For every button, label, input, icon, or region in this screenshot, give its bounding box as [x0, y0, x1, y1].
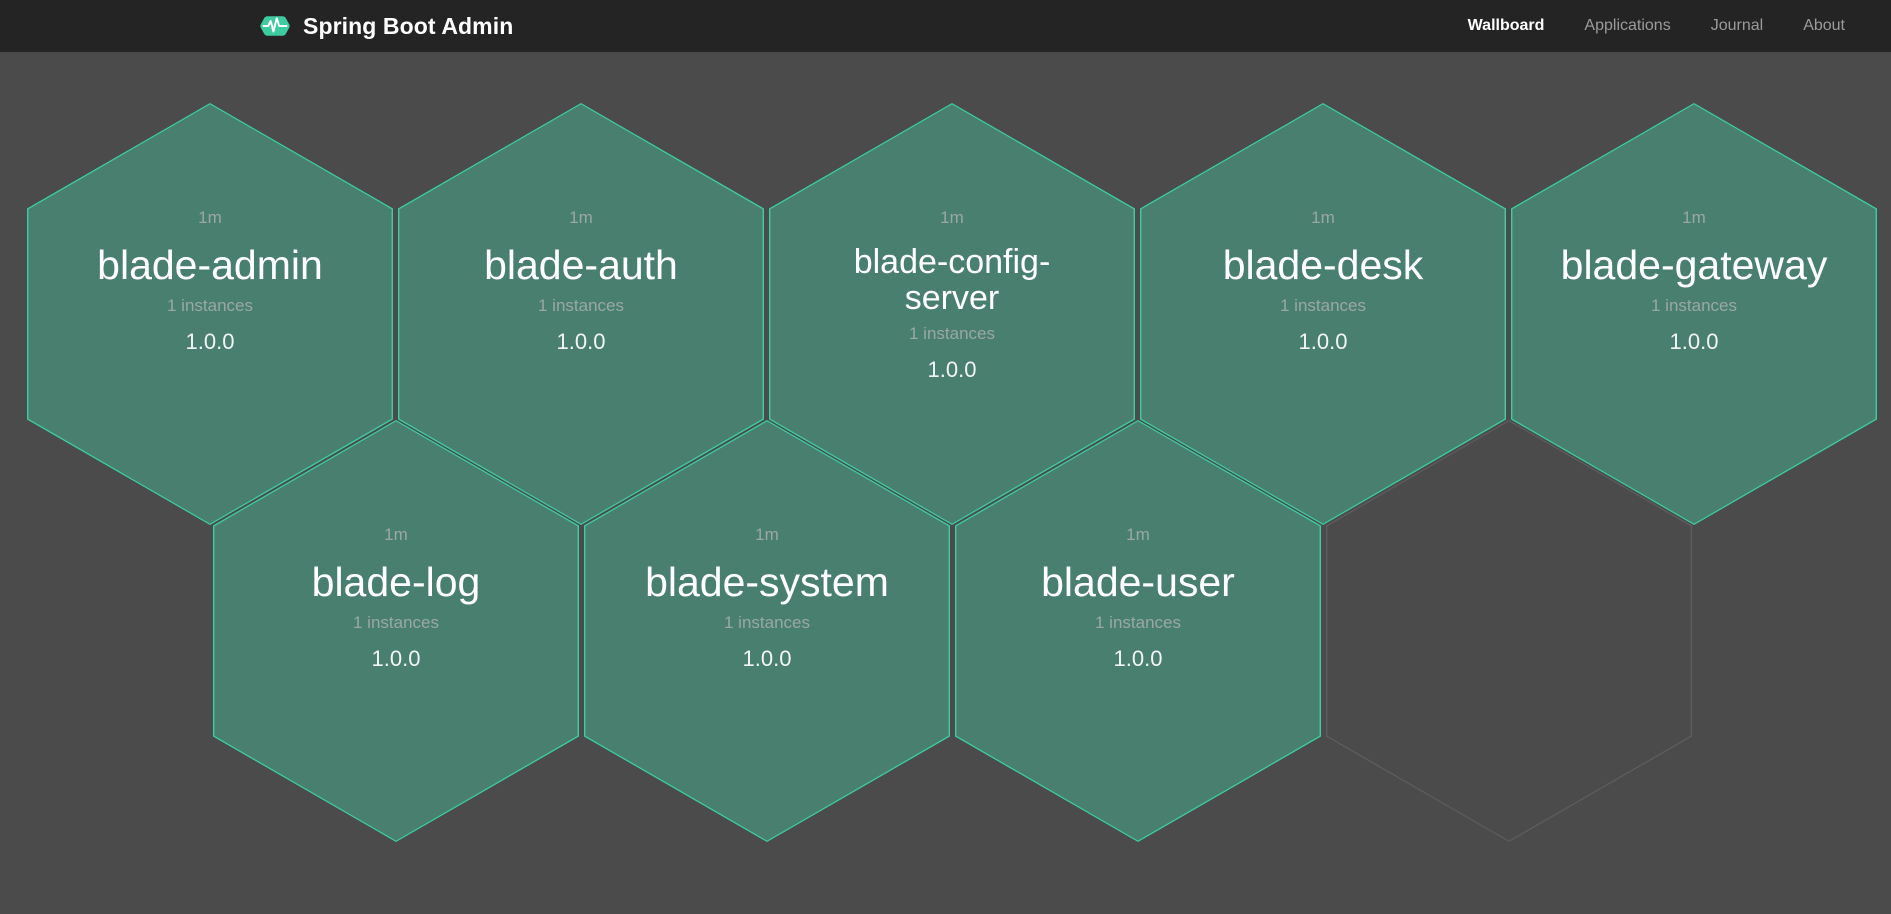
application-name: blade-desk: [1222, 242, 1424, 289]
uptime-label: 1m: [1126, 525, 1150, 545]
uptime-label: 1m: [1311, 208, 1335, 228]
wallboard-grid: 1m blade-admin 1 instances 1.0.0 1m blad…: [0, 52, 1891, 914]
instance-count: 1 instances: [537, 295, 624, 315]
version-label: 1.0.0: [1669, 328, 1719, 354]
instance-count: 1 instances: [1650, 295, 1737, 315]
uptime-label: 1m: [940, 208, 964, 228]
main-navigation: Wallboard Applications Journal About: [1468, 17, 1845, 35]
uptime-label: 1m: [755, 525, 779, 545]
application-name: blade-config-server: [853, 243, 1051, 318]
brand-link[interactable]: Spring Boot Admin: [258, 9, 513, 43]
application-name: blade-log: [311, 559, 481, 606]
version-label: 1.0.0: [1113, 645, 1163, 671]
nav-item-journal[interactable]: Journal: [1710, 17, 1764, 34]
instance-count: 1 instances: [908, 324, 995, 344]
version-label: 1.0.0: [927, 357, 977, 383]
instance-count: 1 instances: [1279, 295, 1366, 315]
application-name: blade-system: [645, 559, 889, 606]
application-name: blade-auth: [484, 242, 678, 289]
application-name: blade-admin: [97, 242, 323, 289]
nav-item-about[interactable]: About: [1803, 17, 1845, 34]
application-name: blade-user: [1041, 559, 1235, 606]
nav-item-wallboard[interactable]: Wallboard: [1467, 17, 1545, 34]
version-label: 1.0.0: [556, 328, 606, 354]
version-label: 1.0.0: [742, 645, 792, 671]
uptime-label: 1m: [1682, 208, 1706, 228]
app-title: Spring Boot Admin: [303, 12, 514, 39]
uptime-label: 1m: [384, 525, 408, 545]
uptime-label: 1m: [198, 208, 222, 228]
nav-item-applications[interactable]: Applications: [1584, 17, 1671, 34]
application-name: blade-gateway: [1560, 242, 1828, 289]
heartbeat-hexagon-icon: [258, 9, 292, 43]
top-navbar: Spring Boot Admin Wallboard Applications…: [0, 0, 1891, 52]
version-label: 1.0.0: [1298, 328, 1348, 354]
instance-count: 1 instances: [166, 295, 253, 315]
instance-count: 1 instances: [1094, 612, 1181, 632]
uptime-label: 1m: [569, 208, 593, 228]
instance-count: 1 instances: [723, 612, 810, 632]
version-label: 1.0.0: [185, 328, 235, 354]
version-label: 1.0.0: [371, 645, 421, 671]
instance-count: 1 instances: [352, 612, 439, 632]
application-hexagon-blade-user[interactable]: 1m blade-user 1 instances 1.0.0: [955, 420, 1321, 842]
